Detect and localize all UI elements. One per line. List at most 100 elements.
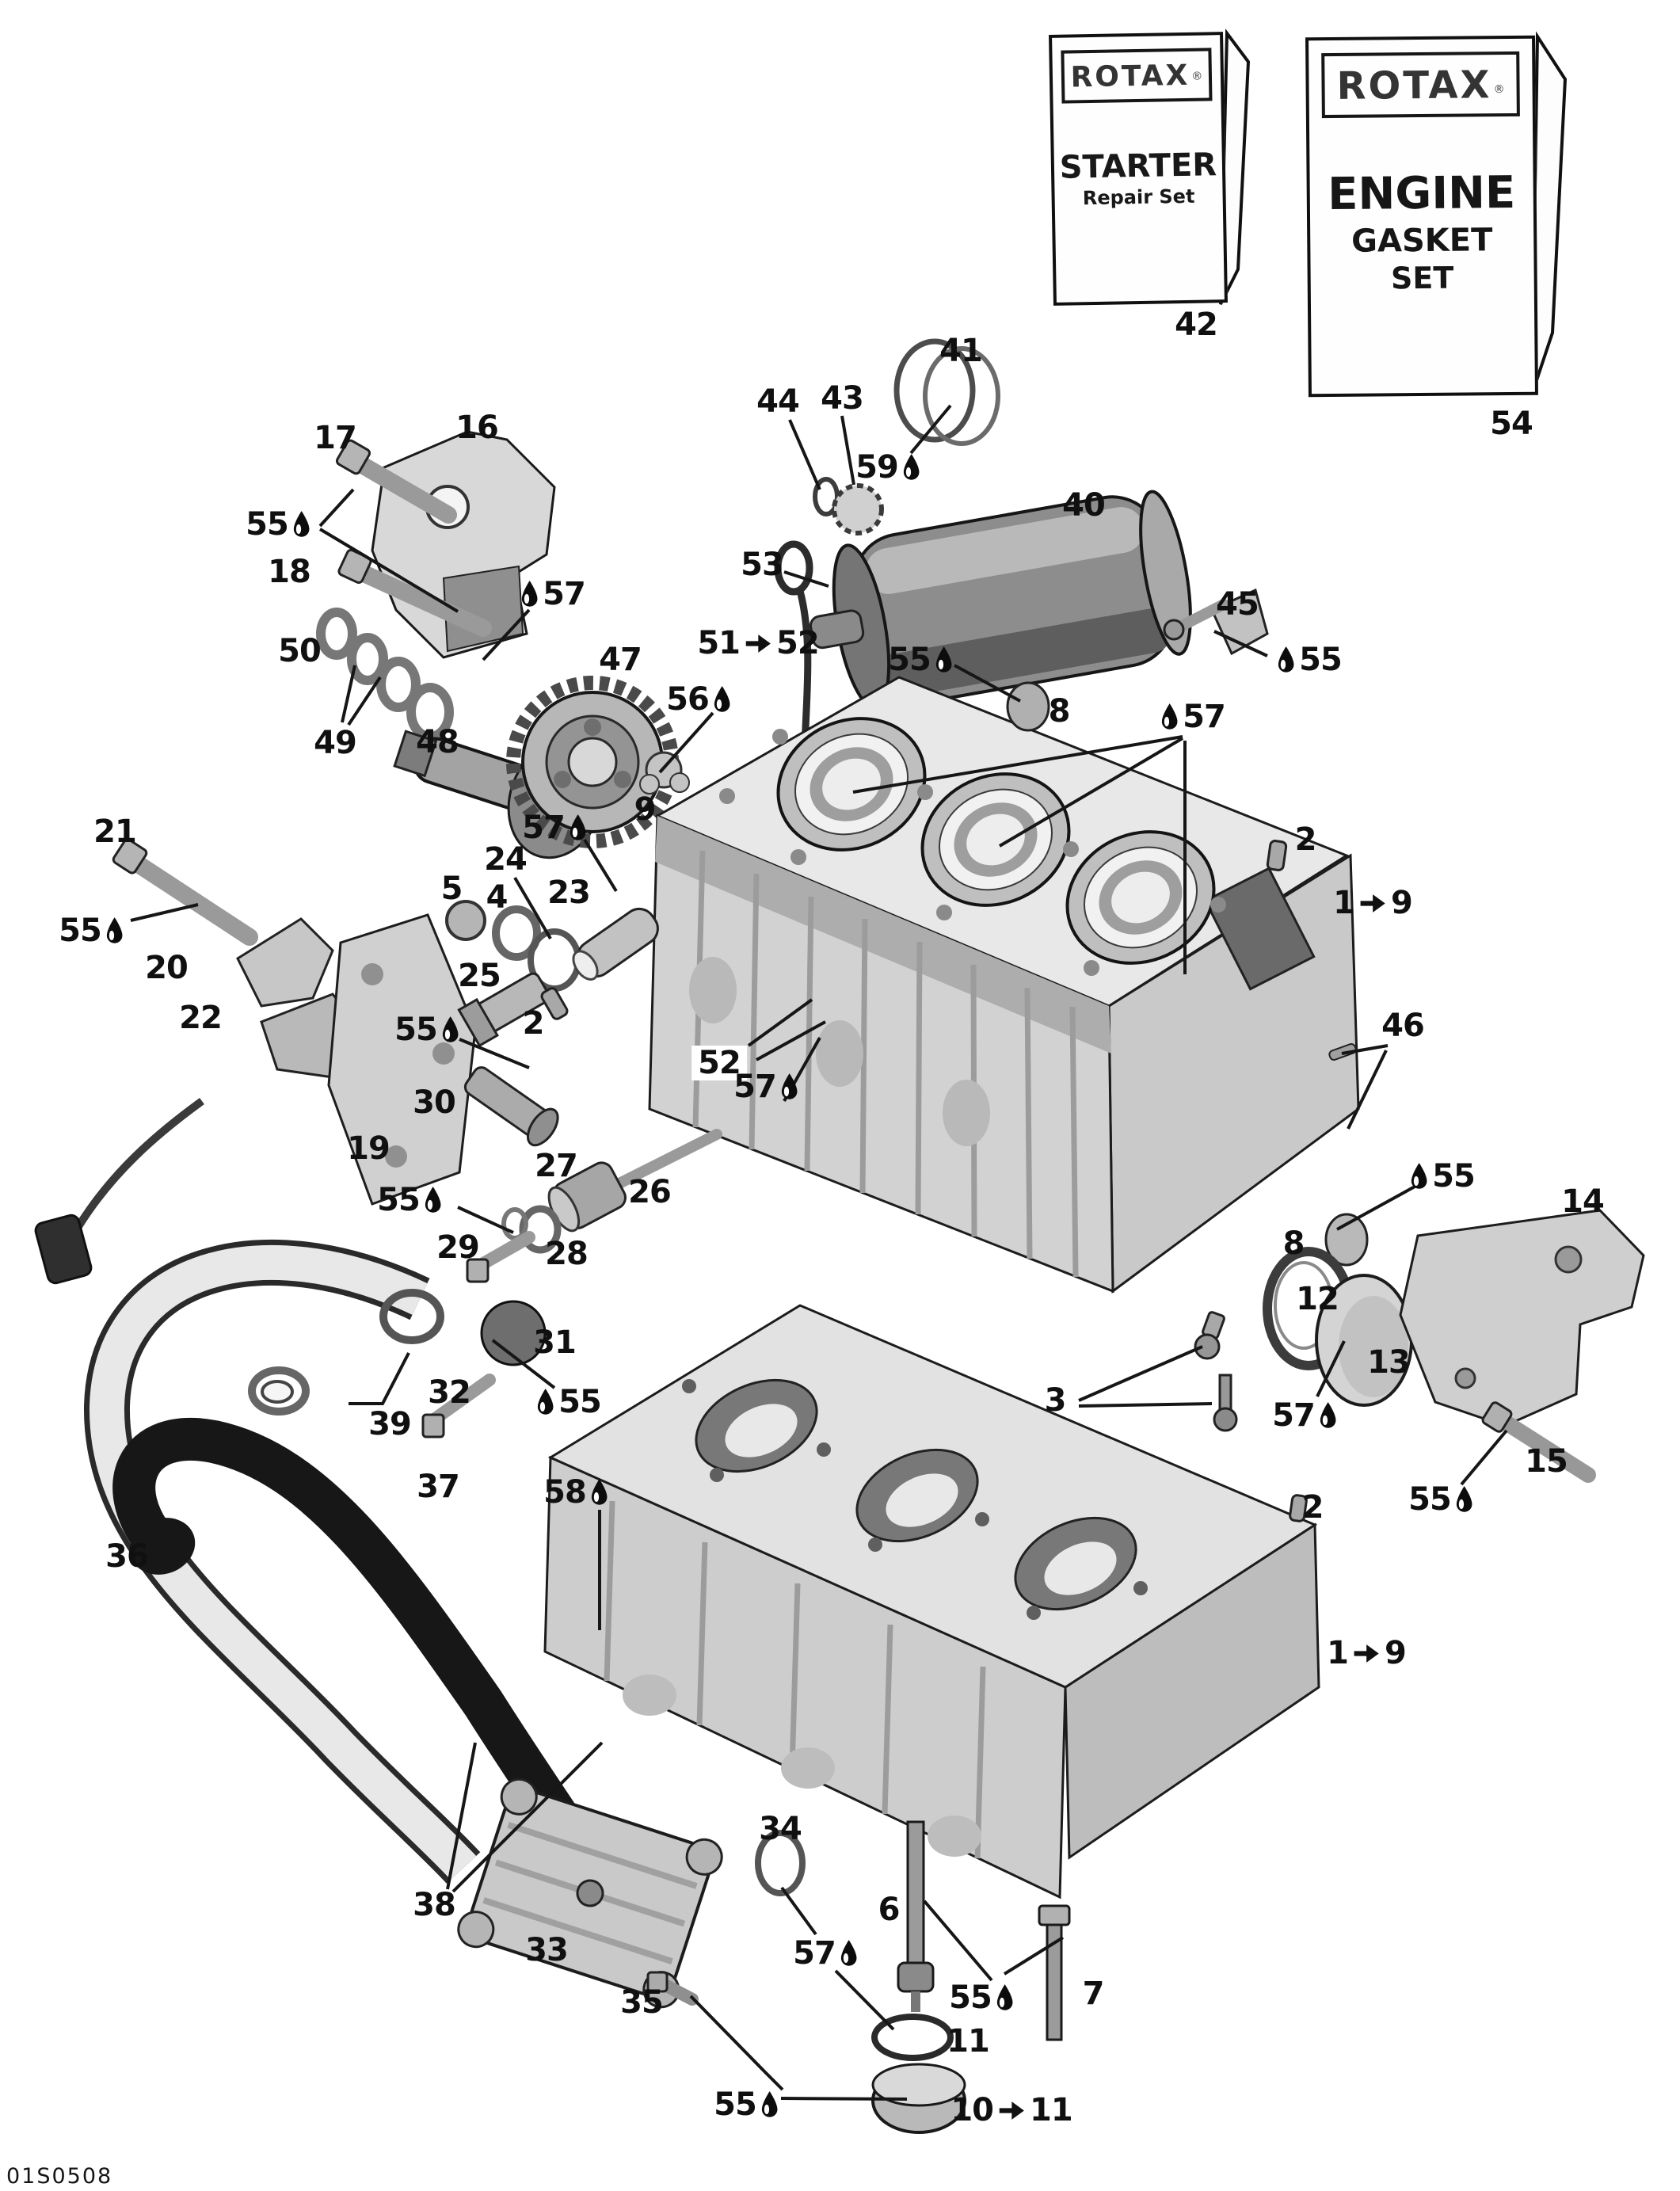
- callout-55: 55: [714, 2089, 780, 2121]
- callout-48: 48: [416, 724, 459, 760]
- callout-42: 42: [1175, 307, 1218, 343]
- bolts-17-18-21: [112, 439, 492, 946]
- callout-12: 12: [1296, 1281, 1339, 1317]
- callout-28: 28: [545, 1236, 589, 1272]
- cylinder-bores: [719, 717, 1226, 976]
- callout-57: 57: [733, 1071, 800, 1103]
- callout-55: 55: [59, 915, 125, 947]
- oil-drop-icon: [714, 685, 730, 712]
- callout-57: 57: [793, 1938, 859, 1969]
- callout-23: 23: [547, 874, 591, 911]
- right-arrow-icon: [1360, 894, 1385, 913]
- callout-39: 39: [368, 1406, 412, 1442]
- callout-33: 33: [525, 1932, 569, 1968]
- cylinder-block-upper: [648, 676, 1360, 1294]
- oil-drop-icon: [591, 1478, 608, 1505]
- oil-drop-icon: [442, 1015, 459, 1042]
- callout-6: 6: [878, 1892, 901, 1928]
- oil-drop-icon: [840, 1939, 857, 1966]
- callout-40: 40: [1062, 487, 1106, 524]
- callout-21: 21: [93, 814, 137, 850]
- callout-41: 41: [939, 333, 983, 369]
- callout-57: 57: [522, 812, 589, 844]
- callout-26: 26: [628, 1174, 672, 1210]
- callout-19: 19: [347, 1130, 390, 1167]
- callout-55: 55: [1408, 1484, 1475, 1515]
- callout-17: 17: [314, 420, 357, 456]
- callout-59: 59: [855, 452, 922, 483]
- callout-22: 22: [179, 1000, 223, 1036]
- oil-drop-icon: [425, 1186, 441, 1213]
- callout-57: 57: [1272, 1400, 1339, 1431]
- oil-drop-icon: [781, 1073, 798, 1099]
- callout-55: 55: [535, 1386, 602, 1418]
- callout-46: 46: [1381, 1008, 1425, 1044]
- leader-lines: [130, 404, 1508, 2101]
- oil-drop-icon: [1278, 646, 1294, 673]
- oil-drop-icon: [570, 814, 586, 840]
- starter-motor-40: [809, 490, 1192, 710]
- callout-16: 16: [455, 410, 499, 446]
- callout-55: 55: [246, 509, 312, 540]
- right-side-parts: [1006, 681, 1645, 1522]
- callout-55: 55: [394, 1014, 461, 1046]
- callout-36: 36: [105, 1538, 149, 1575]
- callout-9: 9: [634, 791, 657, 828]
- oil-drop-icon: [761, 2090, 778, 2117]
- callout-4: 4: [486, 879, 509, 916]
- callout-53: 53: [741, 547, 784, 583]
- callout-3: 3: [1044, 1382, 1067, 1419]
- callout-7: 7: [1082, 1976, 1105, 2012]
- callout-2: 2: [522, 1005, 545, 1042]
- bottom-parts: [755, 1820, 1071, 2134]
- bolt-45: [1163, 599, 1229, 641]
- callout-5: 5: [440, 871, 463, 907]
- callout-2: 2: [1294, 821, 1317, 858]
- callout-55: 55: [888, 644, 954, 676]
- callout-37: 37: [417, 1469, 460, 1505]
- callout-15: 15: [1525, 1443, 1568, 1480]
- callout-43: 43: [821, 380, 864, 417]
- oil-drop-icon: [521, 580, 538, 607]
- callout-32: 32: [428, 1374, 471, 1411]
- oil-cooler-33: [457, 1778, 723, 2009]
- callout-54: 54: [1490, 406, 1533, 442]
- callout-45: 45: [1216, 586, 1259, 623]
- oil-drop-icon: [903, 453, 920, 480]
- callout-49: 49: [314, 725, 357, 761]
- right-arrow-icon: [999, 2101, 1024, 2120]
- oil-drop-icon: [996, 1983, 1013, 2010]
- callout-24: 24: [484, 841, 528, 878]
- callout-30: 30: [413, 1084, 456, 1121]
- callout-25: 25: [458, 958, 501, 994]
- right-arrow-icon: [1354, 1644, 1379, 1663]
- callout-11: 11: [947, 2023, 990, 2060]
- callout-31: 31: [533, 1324, 577, 1361]
- callout-55: 55: [1275, 644, 1343, 676]
- callout-13: 13: [1367, 1344, 1411, 1381]
- callout-50: 50: [278, 633, 322, 669]
- crankcase-lower: [543, 1304, 1320, 1900]
- oil-drop-icon: [537, 1388, 554, 1415]
- oil-drop-icon: [1161, 703, 1178, 730]
- bearing-saddles: [695, 1378, 1137, 1611]
- bolt-35: [646, 1971, 699, 2006]
- bracket-19-20-22: [34, 913, 477, 1285]
- callout-44: 44: [756, 383, 800, 420]
- callout-57: 57: [1159, 701, 1226, 733]
- washers-49-50: [316, 608, 454, 741]
- callout-14: 14: [1561, 1183, 1605, 1220]
- callout-52: 52: [691, 1046, 747, 1080]
- callout-55: 55: [1408, 1160, 1476, 1192]
- callout-8: 8: [1048, 693, 1071, 730]
- oil-drop-icon: [935, 646, 952, 673]
- callout-35: 35: [620, 1984, 664, 2021]
- callout-2: 2: [1301, 1489, 1324, 1526]
- callout-47: 47: [599, 642, 642, 678]
- callout-27: 27: [535, 1148, 578, 1184]
